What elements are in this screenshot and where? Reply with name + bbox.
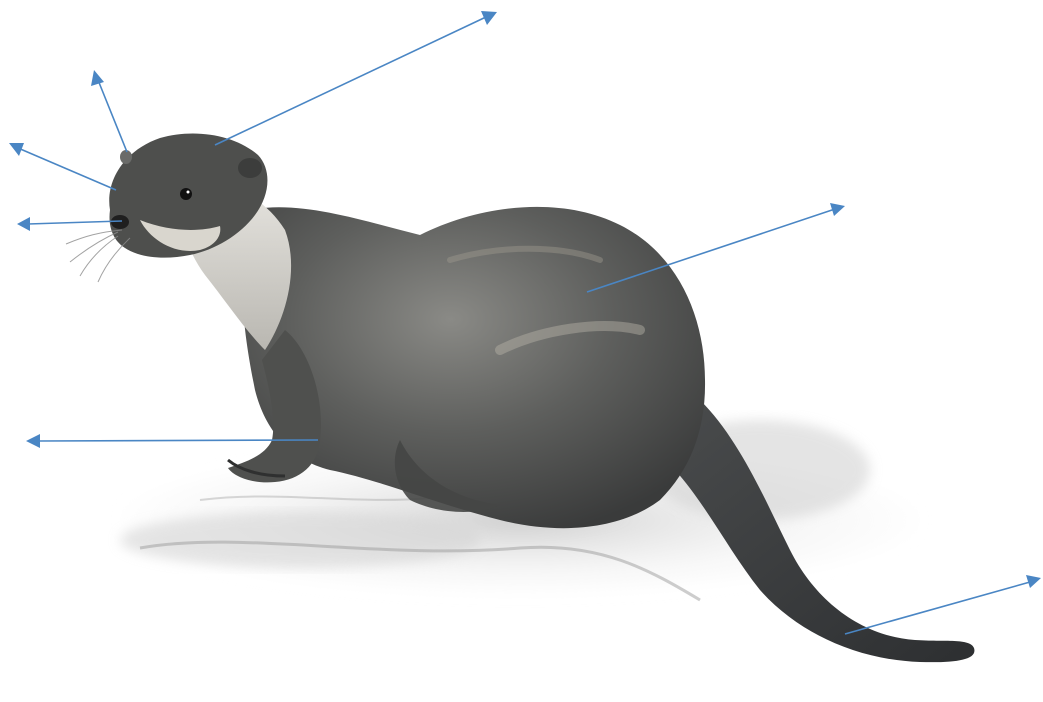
otter-eye xyxy=(180,188,192,200)
arrow-eye xyxy=(9,143,116,190)
arrow-ear xyxy=(91,70,127,152)
arrow-nose xyxy=(17,217,122,231)
arrow-tail xyxy=(845,575,1041,634)
otter-ear xyxy=(238,158,262,178)
arrow-head xyxy=(215,11,497,145)
